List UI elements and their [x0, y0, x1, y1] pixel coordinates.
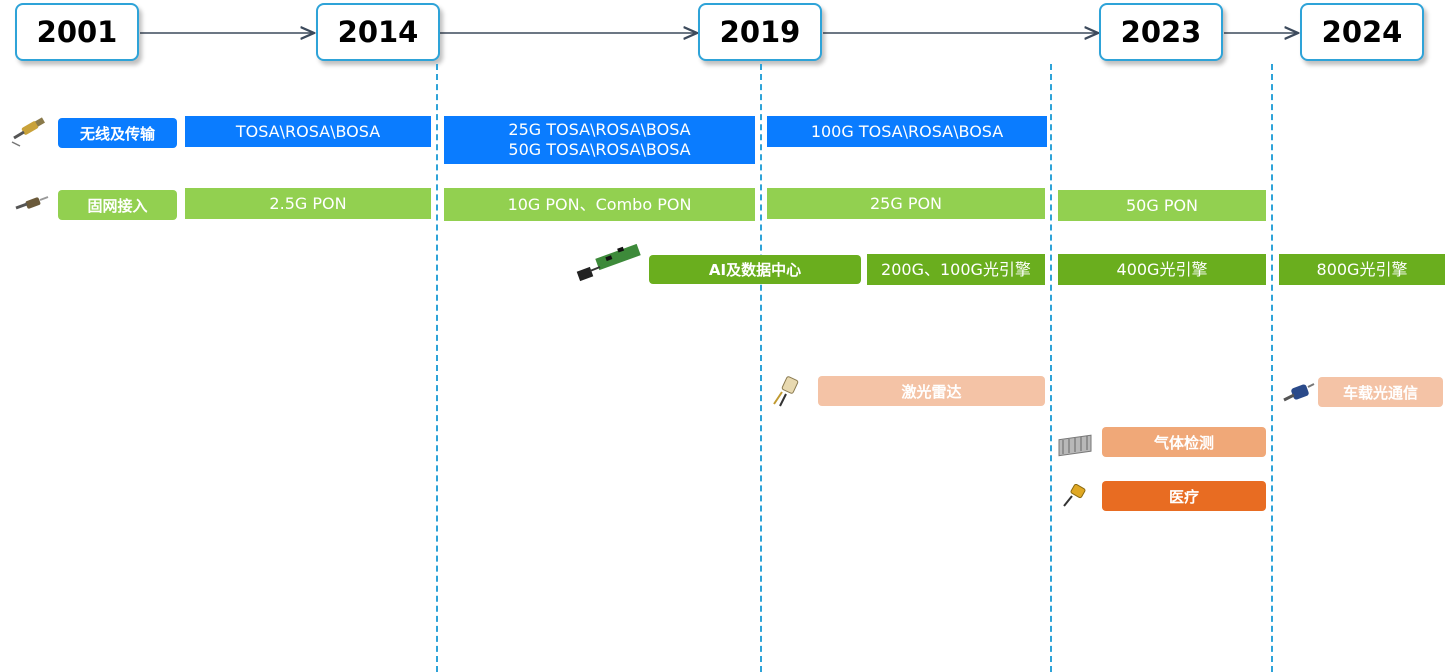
fixed-bar-2001-label: 2.5G PON — [269, 193, 347, 213]
category-medical: 医疗 — [1102, 481, 1266, 511]
divider-2023 — [1050, 64, 1052, 672]
wireless-bar-2001: TOSA\ROSA\BOSA — [185, 116, 431, 147]
category-lidar: 激光雷达 — [818, 376, 1045, 406]
year-2024: 2024 — [1300, 3, 1424, 61]
divider-2024 — [1271, 64, 1273, 672]
connector-icon — [1283, 383, 1315, 402]
ai-bar-2024: 800G光引擎 — [1279, 254, 1445, 285]
optical-component-icon — [11, 117, 45, 147]
ai-bar-2024-label: 800G光引擎 — [1316, 259, 1408, 279]
pcb-module-icon — [576, 243, 641, 282]
category-wireless: 无线及传输 — [58, 118, 177, 148]
year-2019: 2019 — [698, 3, 822, 61]
laser-diode-icon — [773, 376, 799, 407]
ai-bar-2023-label: 400G光引擎 — [1116, 259, 1208, 279]
fixed-bar-2014: 10G PON、Combo PON — [444, 188, 755, 221]
ai-bar-2023: 400G光引擎 — [1058, 254, 1266, 285]
fixed-bar-2019: 25G PON — [767, 188, 1045, 219]
fixed-bar-2023: 50G PON — [1058, 190, 1266, 221]
year-2014: 2014 — [316, 3, 440, 61]
fixed-bar-2019-label: 25G PON — [869, 193, 943, 213]
fixed-bar-2001: 2.5G PON — [185, 188, 431, 219]
year-2023: 2023 — [1099, 3, 1223, 61]
wireless-bar-2001-label: TOSA\ROSA\BOSA — [235, 121, 381, 141]
category-fixed-access: 固网接入 — [58, 190, 177, 220]
category-vehicle-optical: 车载光通信 — [1318, 377, 1443, 407]
wireless-bar-2019: 100G TOSA\ROSA\BOSA — [767, 116, 1047, 147]
divider-2019 — [760, 64, 762, 672]
category-ai-datacenter: AI及数据中心 — [649, 255, 861, 284]
wireless-bar-2019-label: 100G TOSA\ROSA\BOSA — [810, 121, 1004, 141]
optical-component-icon — [15, 196, 49, 210]
wireless-bar-2014: 25G TOSA\ROSA\BOSA 50G TOSA\ROSA\BOSA — [444, 116, 755, 164]
laser-module-icon — [1063, 484, 1086, 507]
category-gas-detection: 气体检测 — [1102, 427, 1266, 457]
wireless-bar-2014-line1: 25G TOSA\ROSA\BOSA — [508, 120, 691, 139]
ai-bar-2019-label: 200G、100G光引擎 — [881, 259, 1031, 279]
fixed-bar-2014-label: 10G PON、Combo PON — [507, 194, 692, 214]
wireless-bar-2014-line2: 50G TOSA\ROSA\BOSA — [508, 140, 691, 159]
year-2001: 2001 — [15, 3, 139, 61]
fixed-bar-2023-label: 50G PON — [1125, 195, 1199, 215]
heatsink-module-icon — [1058, 434, 1092, 457]
divider-2014 — [436, 64, 438, 672]
ai-bar-2019: 200G、100G光引擎 — [867, 254, 1045, 285]
